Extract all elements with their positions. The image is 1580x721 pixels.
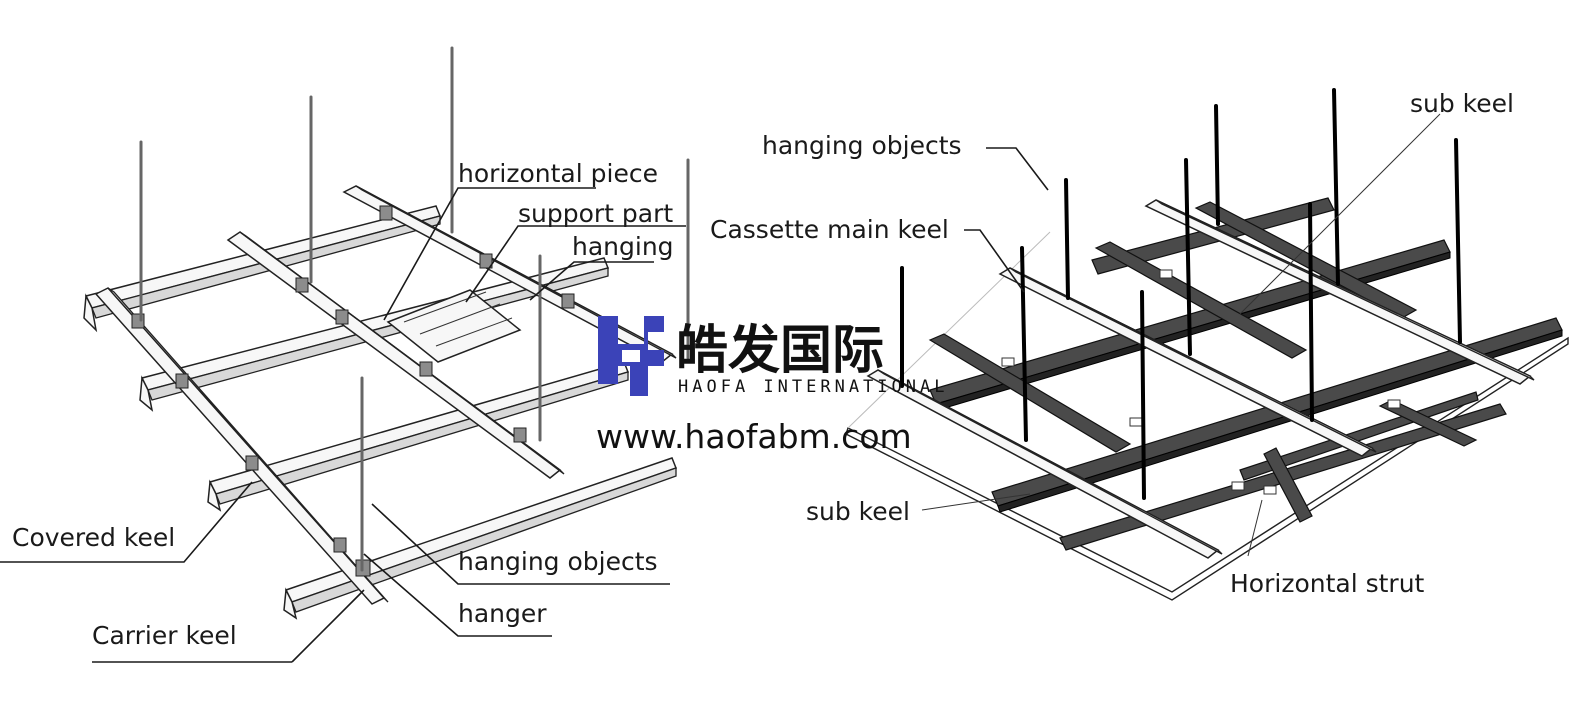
label-covered-keel: Covered keel	[12, 523, 175, 552]
support-part-frame	[386, 289, 522, 363]
left-ceiling-frame	[83, 46, 690, 620]
carrier-keel-1	[94, 287, 389, 605]
right-clips	[1001, 269, 1401, 495]
left-hanging-rods	[139, 46, 690, 572]
label-horizontal-piece: horizontal piece	[458, 159, 658, 188]
cassette-main-keels	[866, 199, 1535, 559]
haofa-watermark: 皓发国际 HAOFA INTERNATIONAL www.haofabm.com	[596, 316, 948, 456]
right-labels: hanging objects sub keel Cassette main k…	[710, 89, 1514, 598]
brand-chinese: 皓发国际	[676, 321, 884, 381]
covered-keel-3	[207, 361, 630, 512]
label-carrier-keel: Carrier keel	[92, 621, 237, 650]
label-support-part: support part	[518, 199, 673, 228]
left-labels: horizontal piece support part hanging Co…	[12, 159, 674, 650]
left-leader-lines	[0, 187, 686, 663]
covered-keel-4	[283, 457, 677, 620]
brand-url: www.haofabm.com	[596, 417, 912, 456]
carrier-keel-2	[226, 231, 565, 479]
label-hanging-objects-right: hanging objects	[762, 131, 962, 160]
right-hanging-rods	[900, 88, 1462, 500]
label-sub-keel-bottom: sub keel	[806, 497, 910, 526]
label-hanging: hanging	[572, 232, 674, 261]
right-ceiling-frame	[845, 88, 1569, 601]
brand-english: HAOFA INTERNATIONAL	[678, 377, 948, 397]
ceiling-board	[845, 336, 1569, 601]
label-horizontal-strut: Horizontal strut	[1230, 569, 1425, 598]
hf-logo-icon	[598, 316, 664, 396]
label-hanger: hanger	[458, 599, 547, 628]
label-cassette-main-keel: Cassette main keel	[710, 215, 949, 244]
left-joints	[131, 205, 575, 577]
horizontal-struts	[928, 201, 1478, 523]
label-hanging-objects-left: hanging objects	[458, 547, 658, 576]
carrier-keel-3	[342, 185, 677, 363]
covered-keel-1	[83, 205, 442, 333]
right-leader-lines	[921, 113, 1441, 557]
label-sub-keel-top: sub keel	[1410, 89, 1514, 118]
